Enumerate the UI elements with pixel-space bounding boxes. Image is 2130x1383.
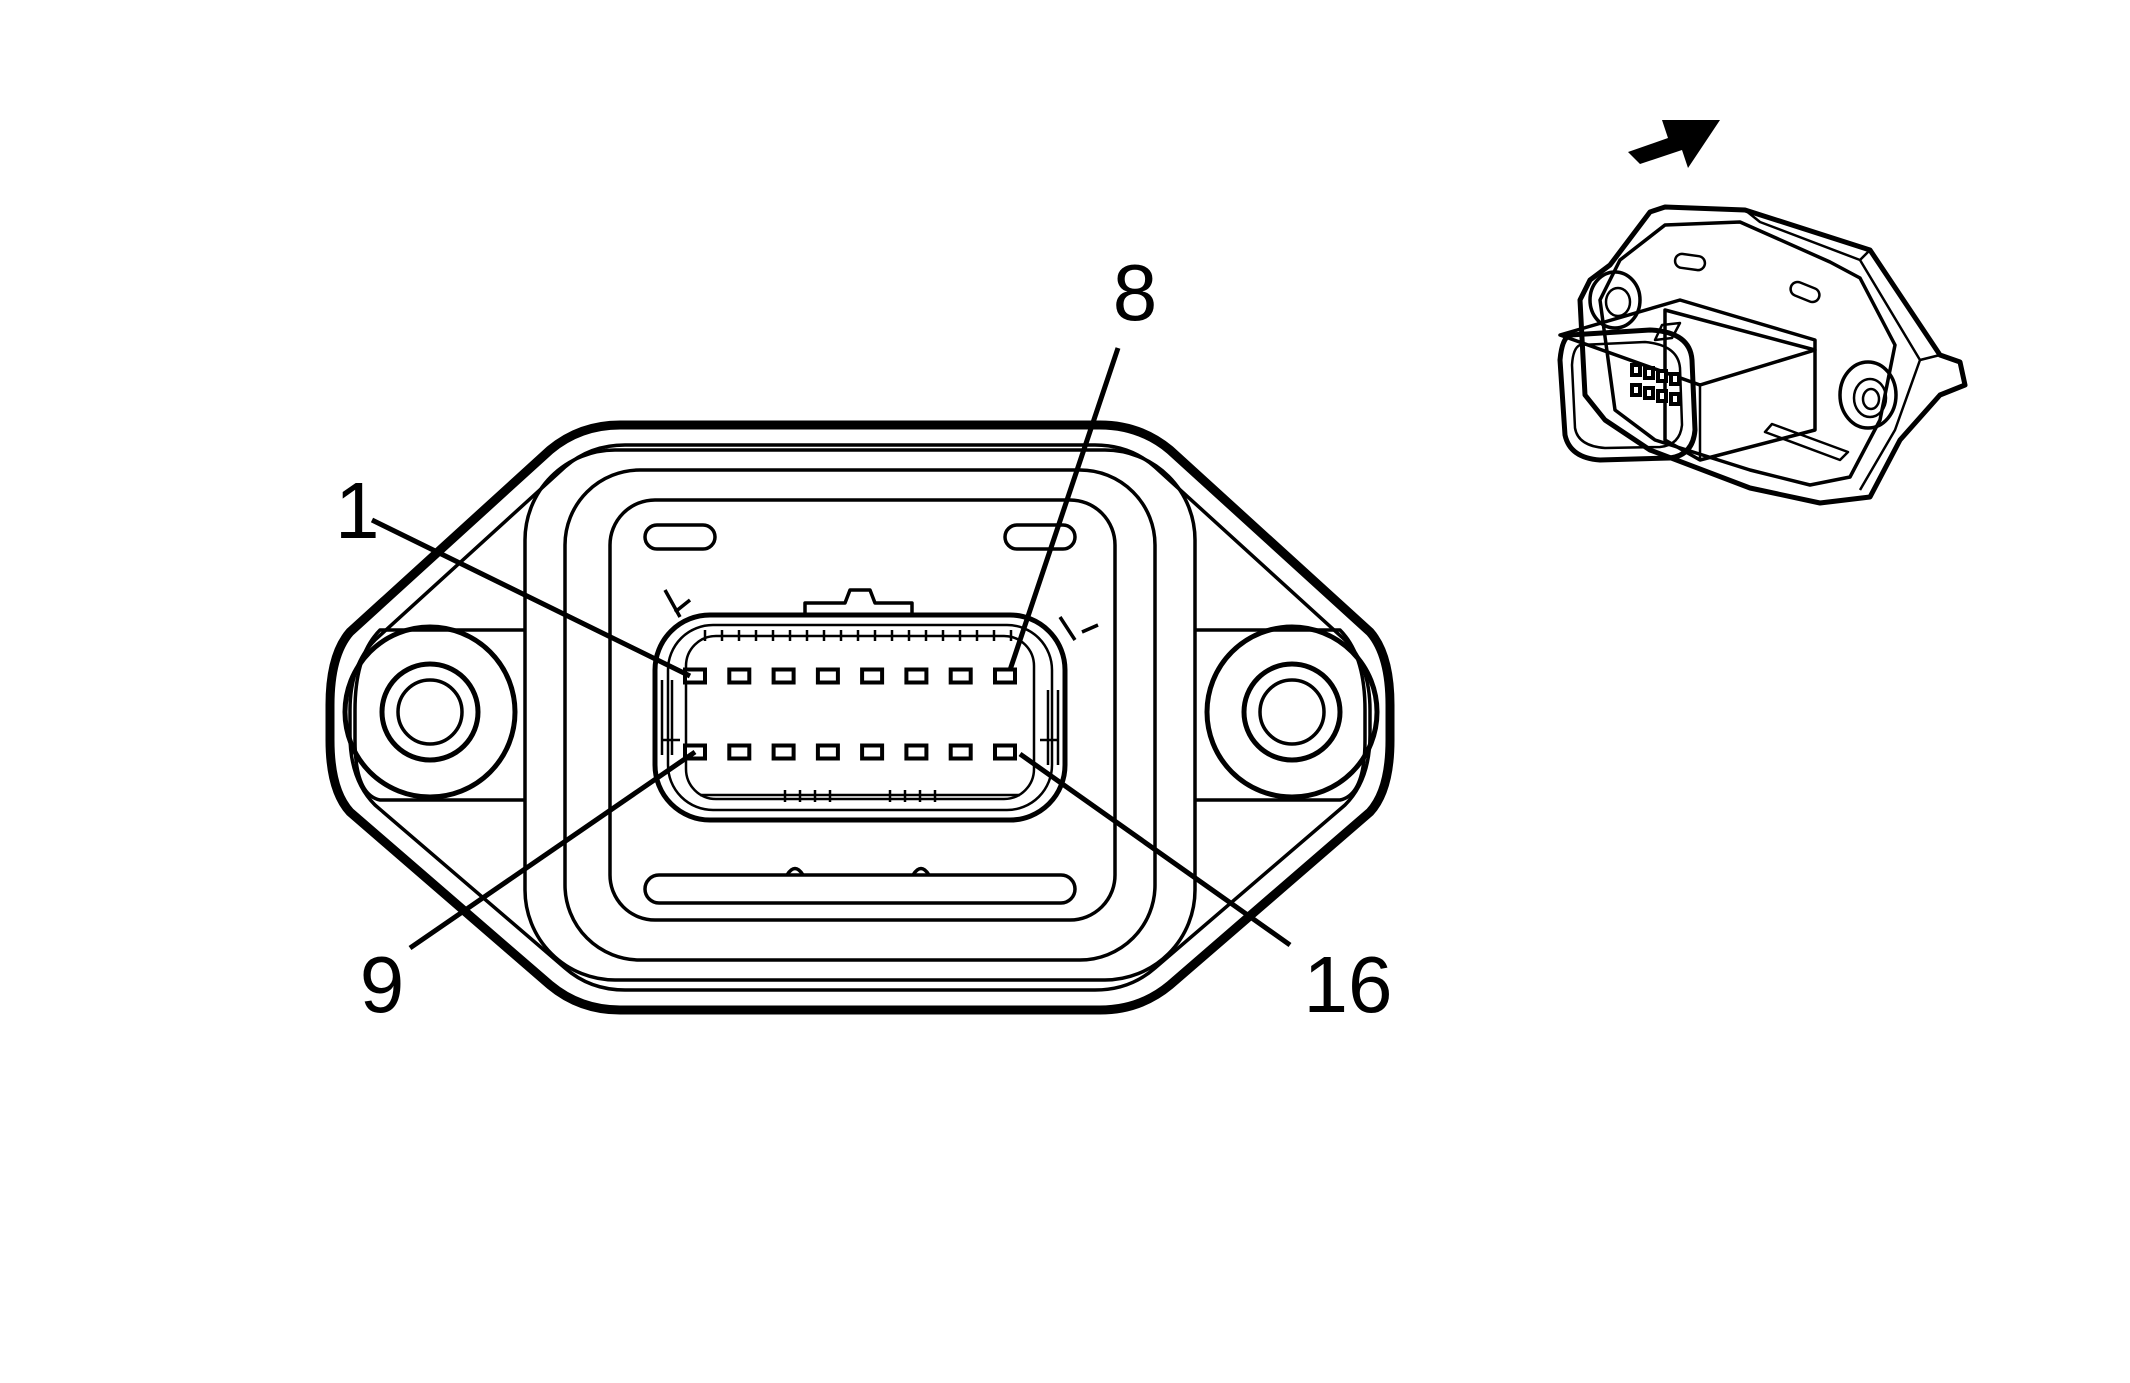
pin-cavity-11 — [771, 743, 796, 761]
pin-cavity-14 — [904, 743, 929, 761]
mounting-flange-outline — [325, 420, 1395, 1015]
top-left-slot — [643, 523, 717, 551]
locator-flange-face — [1598, 220, 1897, 487]
pin-cavity-10 — [727, 743, 752, 761]
shroud-outer — [523, 448, 1197, 982]
pin-cavity-6 — [904, 667, 929, 685]
locator-pins — [1630, 363, 1681, 406]
pin-cavity-16 — [993, 743, 1017, 761]
bottom-slot-keys — [785, 866, 931, 876]
pin-cavity-15 — [948, 743, 973, 761]
leader-line-pin-9 — [408, 749, 697, 951]
pin-cavity-13 — [860, 743, 885, 761]
bottom-slot — [643, 873, 1077, 905]
pin-cavity-4 — [815, 667, 840, 685]
locator-view — [1557, 120, 1968, 506]
connector-face-view: 1 8 9 16 — [325, 248, 1395, 1029]
leader-line-pin-1 — [370, 517, 692, 679]
left-ear-recess — [353, 628, 525, 802]
locator-connector-face-inner — [1570, 340, 1684, 450]
locator-connector-face — [1557, 327, 1698, 463]
right-ear-recess — [1195, 628, 1367, 802]
leader-line-pin-16 — [1018, 751, 1292, 948]
locator-housing-body — [1663, 308, 1817, 462]
pin-label-9: 9 — [360, 940, 405, 1029]
top-right-slot — [1003, 523, 1077, 551]
right-mounting-hole — [1204, 624, 1380, 800]
pin-label-8: 8 — [1113, 248, 1158, 337]
leader-line-pin-8 — [1007, 347, 1121, 671]
mounting-flange-inner — [348, 443, 1372, 992]
locator-right-slot — [1789, 280, 1821, 304]
arrow-right-icon — [1628, 120, 1720, 168]
right-side-guide — [1040, 690, 1060, 765]
pin-cavity-7 — [948, 667, 973, 685]
locator-top-slot — [1673, 252, 1707, 272]
pin-housing-outer — [652, 612, 1068, 823]
pin-housing-mid — [666, 623, 1054, 812]
pin-cavity-5 — [860, 667, 885, 685]
pin-cavity-2 — [727, 667, 752, 685]
left-mounting-hole — [342, 624, 518, 800]
locator-bottom-slot — [1763, 422, 1850, 462]
pin-cavity-12 — [815, 743, 840, 761]
pin-label-16: 16 — [1304, 940, 1393, 1029]
right-locking-tab — [1058, 616, 1099, 641]
pin-cavities — [683, 667, 1017, 761]
shroud-middle — [563, 468, 1157, 962]
bottom-rib-detail — [700, 790, 1020, 802]
pin-housing-inner — [684, 634, 1036, 801]
pin-label-1: 1 — [335, 466, 380, 555]
shroud-inner — [608, 498, 1117, 922]
locator-right-hole — [1838, 360, 1898, 430]
top-latch — [803, 588, 914, 615]
left-locking-tab — [663, 589, 692, 618]
left-side-guide — [660, 680, 680, 755]
locator-left-hole — [1588, 270, 1642, 330]
locator-flange-edge — [1744, 209, 1941, 491]
pin-cavity-3 — [771, 667, 796, 685]
top-rib-detail — [703, 630, 1013, 641]
pin-cavity-8 — [993, 667, 1017, 685]
